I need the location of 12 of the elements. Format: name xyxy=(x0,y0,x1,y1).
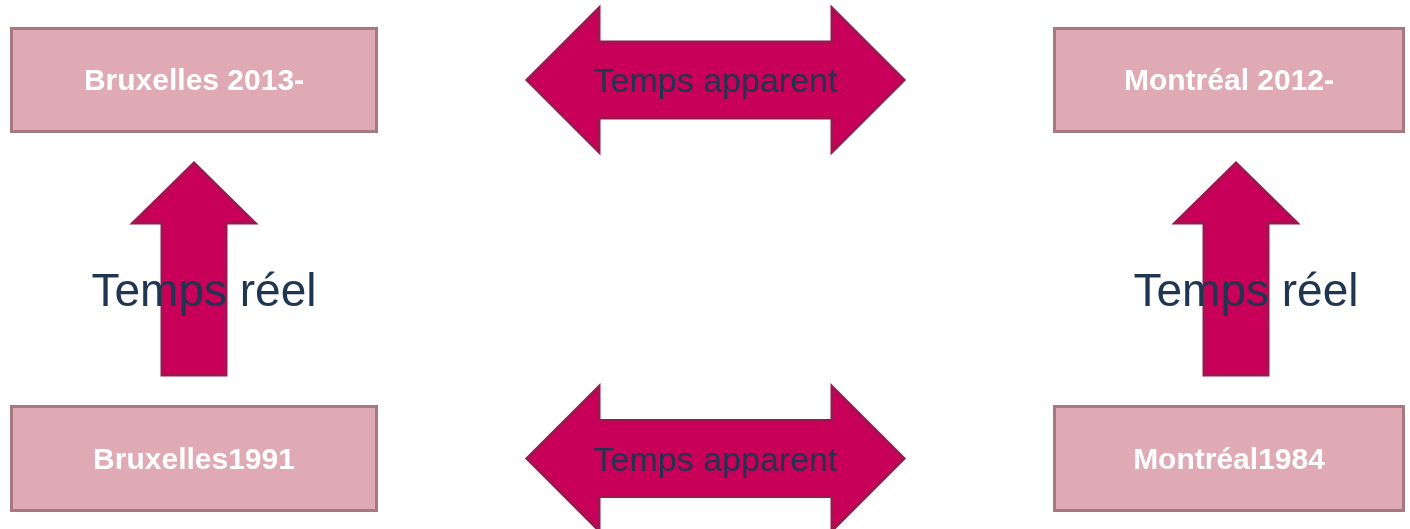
location-box xyxy=(1053,405,1405,512)
edge-label: Temps apparent xyxy=(593,439,838,478)
box-label: Bruxelles 2013- xyxy=(83,63,305,97)
box-label: Bruxelles1991 xyxy=(93,441,295,476)
location-box xyxy=(10,405,378,512)
block-arrow xyxy=(524,4,907,156)
location-box xyxy=(1053,27,1405,133)
block-arrow xyxy=(524,382,907,529)
box-label: Montréal1984 xyxy=(1133,441,1325,476)
box-label: Montréal 2012- xyxy=(1123,63,1335,97)
edge-label: Temps apparent xyxy=(593,60,838,100)
location-box xyxy=(10,27,378,133)
